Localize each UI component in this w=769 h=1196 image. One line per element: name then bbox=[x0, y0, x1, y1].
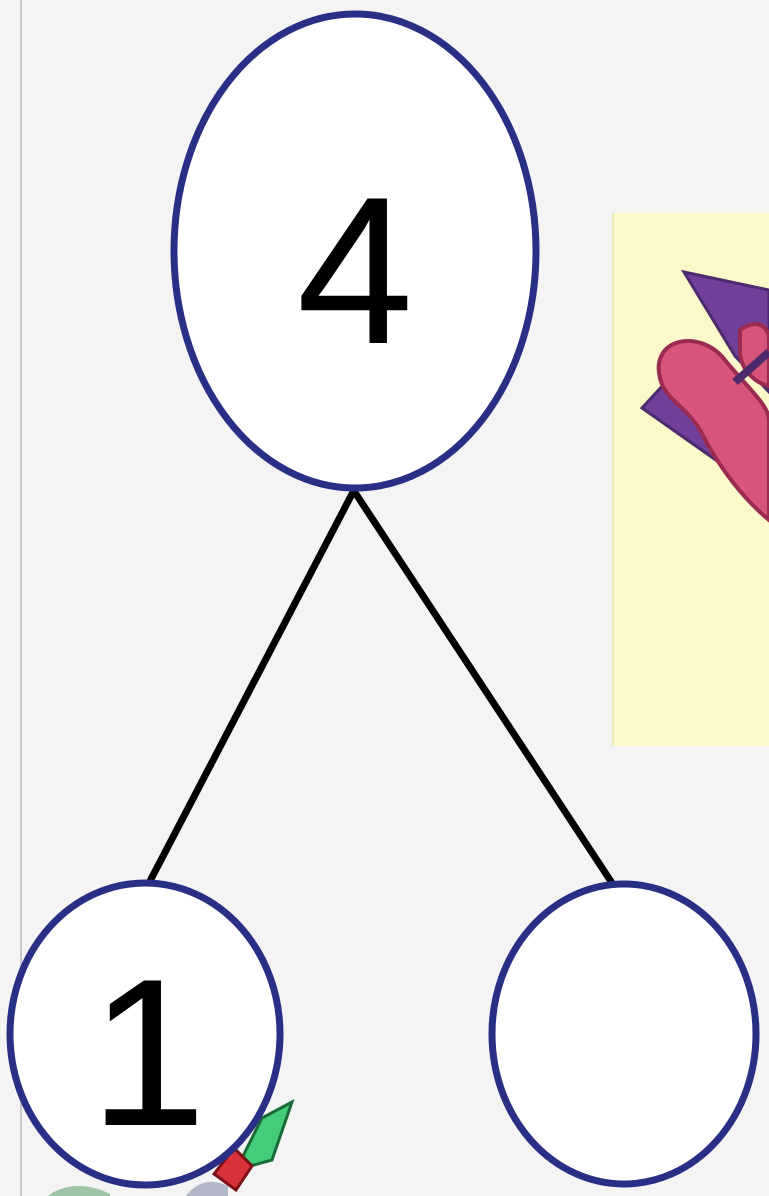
connector-left bbox=[149, 494, 352, 883]
whole-node: 4 bbox=[174, 14, 536, 488]
whole-value: 4 bbox=[297, 153, 414, 388]
part-node-right[interactable] bbox=[492, 884, 756, 1184]
part-circle-right[interactable] bbox=[492, 884, 756, 1184]
part-node-left: 1 bbox=[10, 883, 280, 1185]
part-value-left: 1 bbox=[90, 935, 207, 1170]
picture-card bbox=[612, 213, 769, 746]
connector-right bbox=[356, 494, 612, 883]
